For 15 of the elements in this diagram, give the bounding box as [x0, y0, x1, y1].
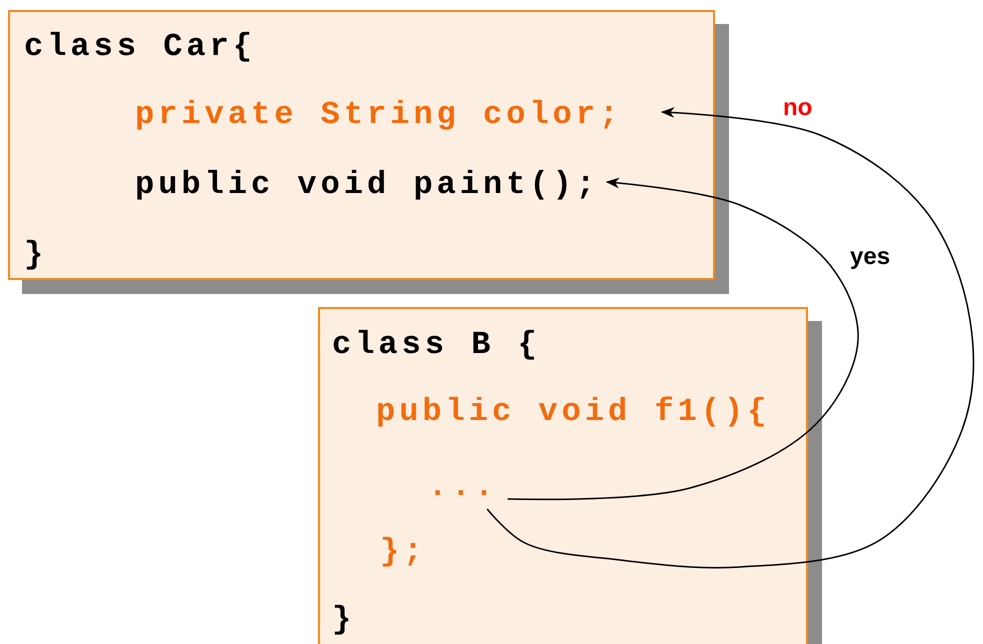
class-box — [8, 10, 715, 280]
code-line: } — [332, 602, 356, 638]
code-line: }; — [380, 534, 426, 570]
edge-label: no — [783, 94, 812, 122]
arrow — [508, 178, 859, 500]
class-box — [318, 307, 808, 644]
code-line: class Car{ — [24, 29, 256, 65]
code-line: public void paint(); — [135, 167, 600, 203]
code-line: private String color; — [135, 97, 622, 133]
code-line: class B { — [332, 327, 541, 363]
arrow — [486, 107, 974, 568]
code-line: ... — [428, 469, 498, 505]
code-line: public void f1(){ — [376, 394, 770, 430]
edge-label: yes — [850, 243, 890, 271]
code-line: } — [24, 237, 48, 273]
